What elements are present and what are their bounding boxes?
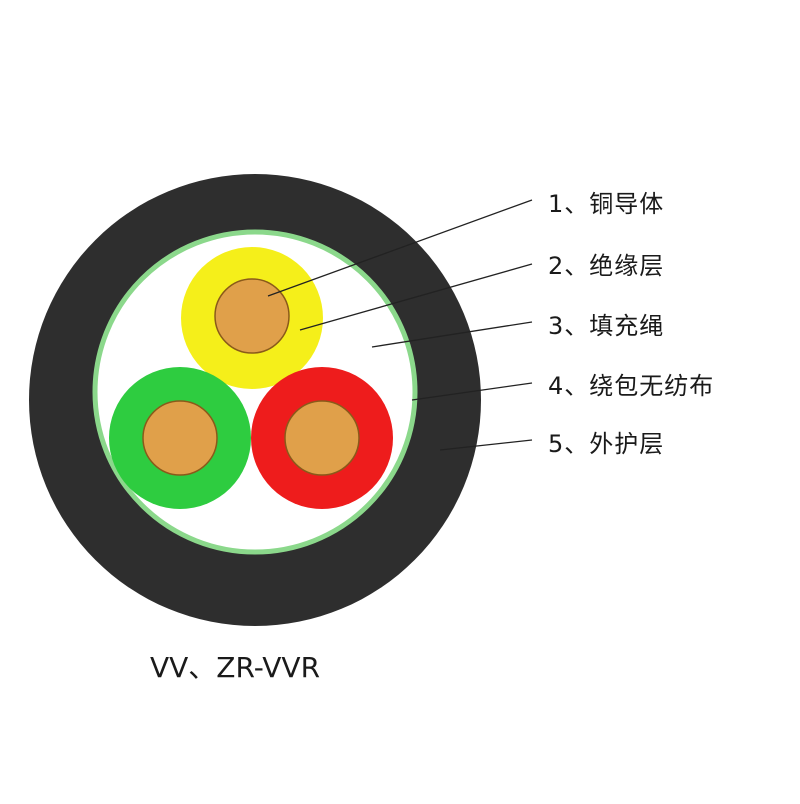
leader-line-conductor <box>267 199 533 297</box>
leader-line-wrap <box>411 382 533 401</box>
label-nonwoven-wrap: 4、绕包无纺布 <box>548 372 715 400</box>
label-insulation-layer: 2、绝缘层 <box>548 252 665 280</box>
cable-model-caption: VV、ZR-VVR <box>150 651 321 684</box>
leader-line-sheath <box>439 439 533 451</box>
conductor-red-core <box>284 400 360 476</box>
conductor-yellow-core <box>214 278 290 354</box>
leader-line-filler <box>371 321 533 348</box>
label-filler-rope: 3、填充绳 <box>548 312 665 340</box>
label-outer-sheath: 5、外护层 <box>548 430 665 458</box>
label-copper-conductor: 1、铜导体 <box>548 190 665 218</box>
conductor-green-core <box>142 400 218 476</box>
leader-line-insulation <box>299 263 533 331</box>
